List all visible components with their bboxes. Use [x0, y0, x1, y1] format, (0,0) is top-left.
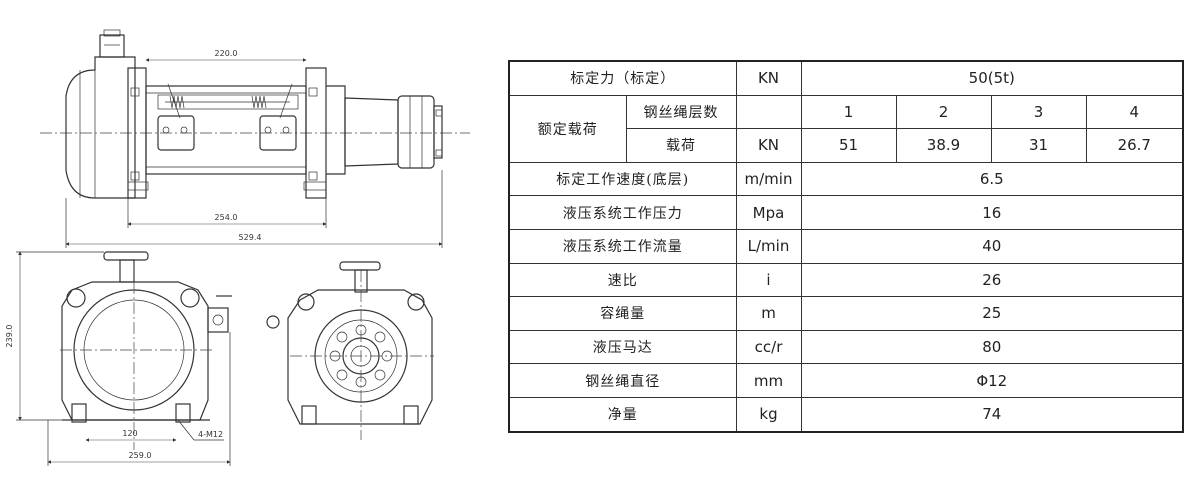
value-cell: 16 [800, 195, 1184, 230]
value-cell: 51 [800, 128, 897, 163]
value-cell: 26.7 [1085, 128, 1184, 163]
unit-cell: KN [735, 128, 802, 163]
unit-cell: m/min [735, 161, 802, 197]
dim-overall-length: 529.4 [239, 233, 262, 242]
unit-cell: mm [735, 363, 802, 398]
winch-front-view: 239.0 120 4-M12 259.0 [5, 251, 232, 466]
table-row: 速比 i 26 [508, 262, 1184, 298]
value-cell: 1 [800, 94, 897, 130]
param-cell: 载荷 [625, 128, 737, 163]
value-cell: 26 [800, 262, 1184, 298]
param-cell: 钢丝绳直径 [508, 363, 737, 398]
unit-cell: Mpa [735, 195, 802, 230]
value-cell: 4 [1085, 94, 1184, 130]
value-cell: 6.5 [800, 161, 1184, 197]
table-row: 额定载荷 钢丝绳层数 1 2 3 4 [508, 94, 1184, 163]
unit-cell [735, 94, 802, 130]
param-cell: 速比 [508, 262, 737, 298]
param-cell: 净量 [508, 396, 737, 433]
param-cell: 容绳量 [508, 296, 737, 331]
winch-technical-drawing: 220.0 254.0 529.4 239.0 [5, 29, 470, 466]
unit-cell: cc/r [735, 329, 802, 365]
value-cell: 25 [800, 296, 1184, 331]
table-row: 容绳量 m 25 [508, 296, 1184, 331]
param-cell: 标定力（标定） [508, 60, 737, 96]
table-row: 标定工作速度(底层) m/min 6.5 [508, 161, 1184, 197]
value-cell: Φ12 [800, 363, 1184, 398]
table-row: 液压系统工作流量 L/min 40 [508, 228, 1184, 264]
unit-cell: L/min [735, 228, 802, 264]
unit-cell: i [735, 262, 802, 298]
dim-bolt-callout: 4-M12 [198, 430, 223, 439]
group-cell: 额定载荷 [508, 94, 627, 163]
dim-top-span: 220.0 [215, 49, 238, 58]
winch-side-view: 220.0 254.0 529.4 [40, 29, 470, 248]
winch-rear-view [266, 261, 434, 440]
table-row: 净量 kg 74 [508, 396, 1184, 433]
dim-overall-width: 259.0 [129, 451, 152, 460]
spec-table: 标定力（标定） KN 50(5t) 额定载荷 钢丝绳层数 1 2 3 4 载荷 … [508, 60, 1185, 433]
unit-cell: kg [735, 396, 802, 433]
param-cell: 液压系统工作流量 [508, 228, 737, 264]
dim-bolt-spacing: 120 [122, 429, 137, 438]
table-row: 液压马达 cc/r 80 [508, 329, 1184, 365]
value-cell: 2 [895, 94, 992, 130]
param-cell: 钢丝绳层数 [625, 94, 737, 130]
value-cell: 40 [800, 228, 1184, 264]
unit-cell: KN [735, 60, 802, 96]
table-row: 钢丝绳直径 mm Φ12 [508, 363, 1184, 398]
table-row: 液压系统工作压力 Mpa 16 [508, 195, 1184, 230]
unit-cell: m [735, 296, 802, 331]
value-cell: 38.9 [895, 128, 992, 163]
value-cell: 31 [990, 128, 1087, 163]
value-cell: 80 [800, 329, 1184, 365]
param-cell: 液压马达 [508, 329, 737, 365]
dim-height: 239.0 [5, 325, 14, 348]
param-cell: 液压系统工作压力 [508, 195, 737, 230]
value-cell: 50(5t) [800, 60, 1184, 96]
value-cell: 74 [800, 396, 1184, 433]
dim-mid-span: 254.0 [215, 213, 238, 222]
param-cell: 标定工作速度(底层) [508, 161, 737, 197]
value-cell: 3 [990, 94, 1087, 130]
table-row: 标定力（标定） KN 50(5t) [508, 60, 1184, 96]
